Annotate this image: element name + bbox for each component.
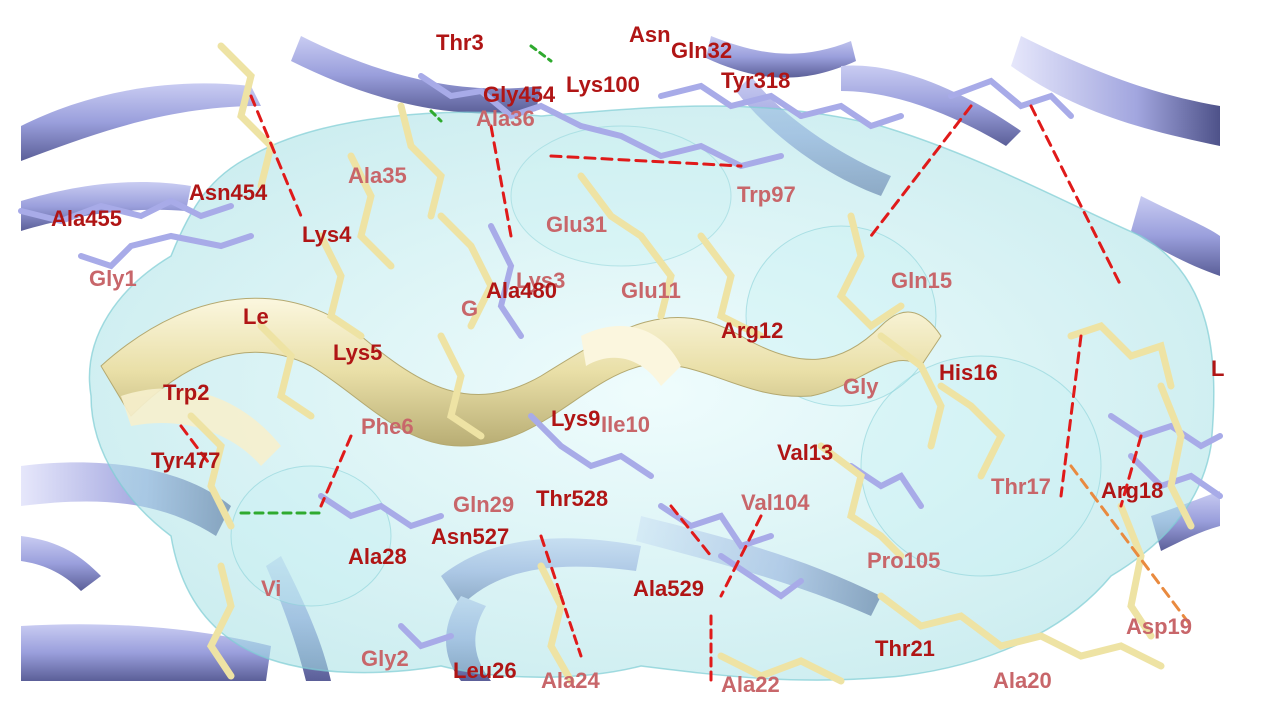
label-ala24: Ala24 [541,668,600,693]
label-pro105: Pro105 [867,548,940,573]
label-his16: His16 [939,360,998,385]
label-thr3: Thr3 [436,30,484,55]
label-tyr477: Tyr477 [151,448,220,473]
label-val13: Val13 [777,440,833,465]
label-g-frag: G [461,296,478,321]
label-trp2: Trp2 [163,380,209,405]
label-asn527: Asn527 [431,524,509,549]
label-leu26: Leu26 [453,658,517,683]
label-gln15: Gln15 [891,268,952,293]
label-vi-frag: Vi [261,576,281,601]
label-ala480: Ala480 [486,278,557,303]
label-ala20: Ala20 [993,668,1052,693]
label-glu11: Glu11 [621,278,681,303]
molecular-viewport: Thr3 Asn Gln32 Lys100 Tyr318 Gly454 Ala3… [18,22,1224,697]
label-ala455: Ala455 [51,206,122,231]
label-asn454: Asn454 [189,180,268,205]
label-le-frag: Le [243,304,269,329]
label-gly454: Gly454 [483,82,556,107]
label-lys4: Lys4 [302,222,352,247]
molecule-scene: Thr3 Asn Gln32 Lys100 Tyr318 Gly454 Ala3… [18,22,1224,697]
label-ala35: Ala35 [348,163,407,188]
label-thr21: Thr21 [875,636,935,661]
label-glu31: Glu31 [546,212,607,237]
label-lys3: Lys3 [516,268,565,293]
label-ala28: Ala28 [348,544,407,569]
label-thr17: Thr17 [991,474,1051,499]
label-tyr318: Tyr318 [721,68,790,93]
label-trp97: Trp97 [737,182,796,207]
label-ile10: Ile10 [601,412,650,437]
residue-labels: Thr3 Asn Gln32 Lys100 Tyr318 Gly454 Ala3… [51,22,1224,697]
label-ala36: Ala36 [476,106,535,131]
label-gly: Gly [843,374,879,399]
label-ala529: Ala529 [633,576,704,601]
label-arg12: Arg12 [721,318,783,343]
label-lys5: Lys5 [333,340,382,365]
label-arg18: Arg18 [1101,478,1163,503]
label-gly2: Gly2 [361,646,409,671]
label-asn: Asn [629,22,671,47]
label-lys9: Lys9 [551,406,600,431]
label-l-frag: L [1211,356,1224,381]
ligand-sticks [187,42,1195,685]
label-gly1: Gly1 [89,266,137,291]
label-gln29: Gln29 [453,492,514,517]
label-gln32: Gln32 [671,38,732,63]
label-lys100: Lys100 [566,72,640,97]
label-phe6: Phe6 [361,414,414,439]
label-val104: Val104 [741,490,810,515]
label-asp19: Asp19 [1126,614,1192,639]
label-ala22: Ala22 [721,672,780,697]
hbond-lines [179,44,1193,683]
label-thr528: Thr528 [536,486,608,511]
